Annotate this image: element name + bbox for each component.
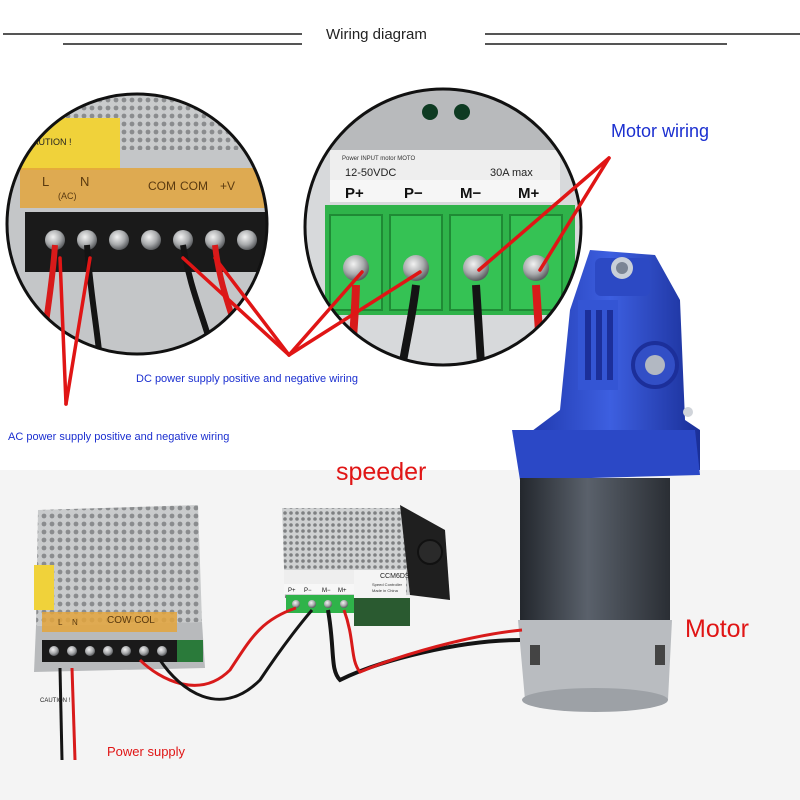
svg-text:COM: COM — [148, 179, 176, 193]
controller-terminal-closeup: Power INPUT motor MOTO 12-50VDC 30A max … — [303, 87, 583, 367]
svg-text:P+: P+ — [345, 185, 364, 202]
svg-text:P−: P− — [404, 185, 423, 202]
svg-text:+V: +V — [220, 179, 235, 193]
svg-text:N: N — [80, 174, 89, 189]
motor-wiring-label: Motor wiring — [611, 121, 710, 141]
right-magnifier-ring — [303, 87, 583, 367]
svg-text:L: L — [58, 618, 63, 627]
controller-screws — [343, 255, 549, 281]
svg-text:L: L — [42, 174, 49, 189]
dc-wiring-label: DC power supply positive and negative wi… — [136, 373, 358, 385]
ac-wiring-label: AC power supply positive and negative wi… — [8, 431, 230, 443]
svg-text:COM: COM — [180, 179, 208, 193]
svg-text:M+: M+ — [518, 185, 539, 202]
svg-text:COW COL: COW COL — [107, 615, 155, 626]
svg-text:P−: P− — [304, 588, 312, 594]
svg-text:M−: M− — [322, 588, 331, 594]
speeder-label: speeder — [336, 458, 427, 486]
svg-text:Made in China: Made in China — [372, 588, 399, 593]
psu-screws — [45, 230, 257, 250]
motor-label: Motor — [685, 615, 749, 643]
svg-text:(AC): (AC) — [58, 191, 77, 201]
diagram-title: Wiring diagram — [326, 26, 427, 43]
motor — [512, 250, 700, 712]
left-magnifier-ring — [5, 92, 269, 356]
svg-text:M+: M+ — [338, 588, 347, 594]
svg-text:P+: P+ — [288, 588, 296, 594]
amber-terminal-cover — [20, 168, 267, 208]
svg-text:CCM6DS: CCM6DS — [380, 573, 410, 580]
psu-terminal-closeup: CAUTION ! L N (AC) COM COM +V — [5, 92, 269, 356]
svg-text:M−: M− — [460, 185, 481, 202]
svg-text:Speed Controller: Speed Controller — [372, 582, 403, 587]
bottom-wiring — [58, 606, 523, 761]
pointer-lines — [58, 156, 611, 406]
svg-text:12-50VDC: 12-50VDC — [345, 167, 396, 179]
header-rules — [3, 33, 800, 45]
power-supply-label: Power supply — [107, 744, 186, 759]
svg-text:CAUTION !: CAUTION ! — [40, 698, 71, 704]
svg-text:30A max: 30A max — [490, 167, 533, 179]
speed-controller-unit: CCM6DS Speed Controller Made in China P+… — [282, 505, 450, 626]
controller-power-input-text: Power INPUT motor MOTO — [342, 156, 415, 162]
psu-caution-text: CAUTION ! — [26, 137, 72, 147]
power-supply-unit: CAUTION ! L N COW COL — [34, 505, 205, 704]
svg-text:N: N — [72, 618, 78, 627]
